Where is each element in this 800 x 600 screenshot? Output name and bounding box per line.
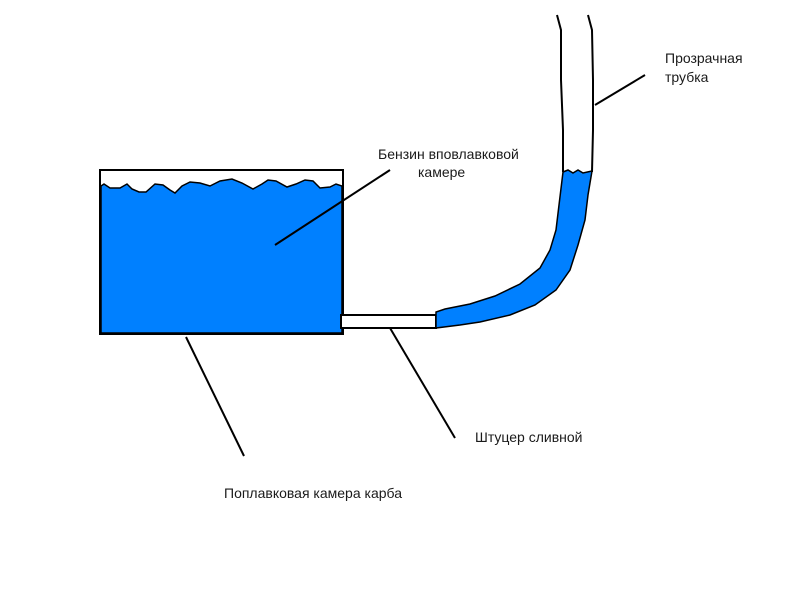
fuel-in-tube [435, 169, 593, 329]
label-tube-line2: трубка [665, 69, 709, 85]
leader-line-chamber [185, 336, 245, 457]
leader-line-tube [594, 74, 646, 106]
leader-line-fitting [389, 327, 456, 439]
label-fuel-line1: Бензин вповлавковой [378, 146, 519, 162]
label-fitting: Штуцер сливной [475, 429, 583, 445]
drain-fitting [340, 314, 437, 329]
label-chamber: Поплавковая камера карба [224, 485, 403, 501]
fuel-in-chamber [100, 178, 343, 334]
label-fuel-line2: камере [418, 164, 466, 180]
tube-right-wall [587, 14, 594, 173]
tube-left-wall [556, 14, 564, 172]
label-tube-line1: Прозрачная [665, 50, 743, 66]
leader-line-fuel [274, 169, 391, 246]
